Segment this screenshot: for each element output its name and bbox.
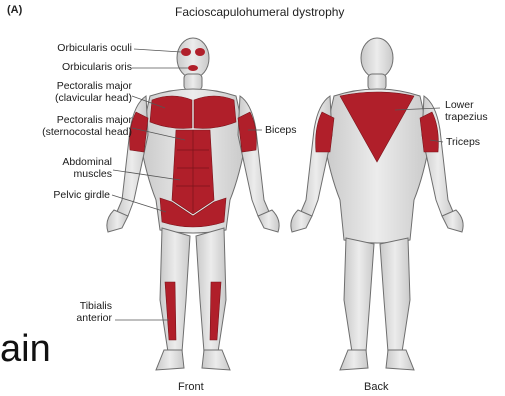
back-body [291,38,463,370]
label-pelvic-girdle: Pelvic girdle [10,189,110,201]
label-pectoralis-sternocostal: Pectoralis major [20,114,132,126]
overlay-text-fragment: ain [0,328,51,371]
label-triceps: Triceps [446,136,480,148]
label-abdominal: Abdominal [20,156,112,168]
label-pectoralis-clavicular: Pectoralis major [20,80,132,92]
view-label-front: Front [178,381,204,393]
view-label-back: Back [364,381,388,393]
label-trapezius: trapezius [445,111,488,123]
label-abdominal-muscles: muscles [20,168,112,180]
label-pectoralis-clavicular-head: (clavicular head) [20,92,132,104]
label-orbicularis-oris: Orbicularis oris [20,61,132,73]
label-tibialis-anterior: anterior [20,312,112,324]
label-lower: Lower [445,99,474,111]
label-biceps: Biceps [265,124,297,136]
label-tibialis: Tibialis [20,300,112,312]
label-orbicularis-oculi: Orbicularis oculi [20,42,132,54]
label-pectoralis-sternocostal-head: (sternocostal head) [6,126,132,138]
